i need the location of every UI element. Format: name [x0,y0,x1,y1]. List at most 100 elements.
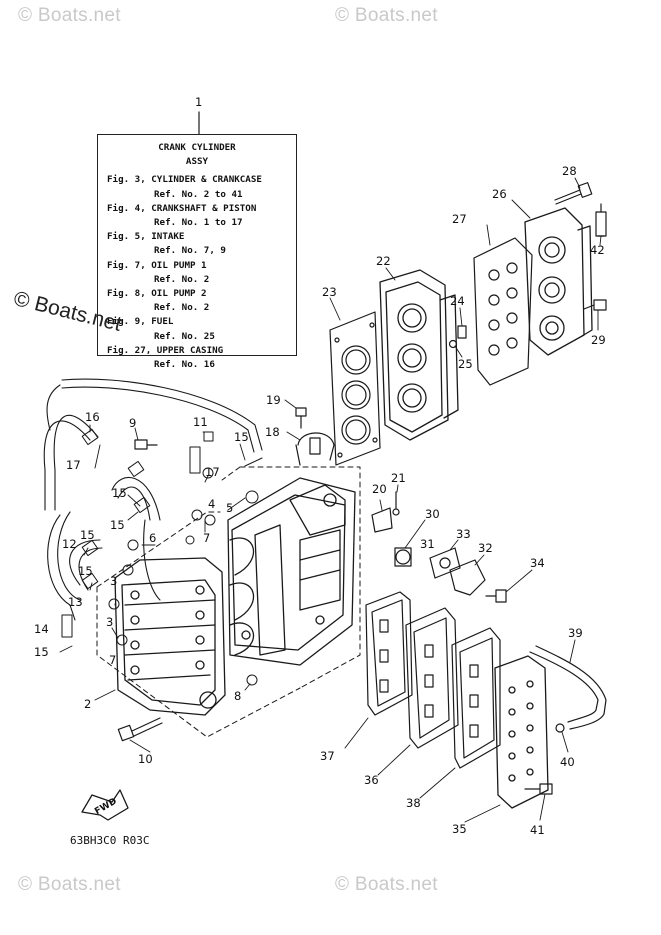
legend-fig-7: Fig. 7, OIL PUMP 1 [107,259,207,271]
legend-fig-8: Fig. 8, OIL PUMP 2 [107,288,207,300]
callout-28: 28 [562,164,577,178]
callout-13: 13 [68,595,83,609]
callout-2: 2 [84,697,91,711]
legend-title-line2: ASSY [185,156,209,168]
legend-ref-7: Ref. No. 2 [154,273,210,285]
callout-36: 36 [364,773,379,787]
bolt-10 [117,717,163,742]
callout-31: 31 [420,537,435,551]
callout-15d: 15 [80,528,95,542]
callout-12: 12 [62,537,77,551]
bolt-29 [583,299,607,311]
callout-7a: 7 [203,531,210,545]
bolt-9 [134,439,158,450]
assembly-legend-box: CRANK CYLINDER ASSY Fig. 3, CYLINDER & C… [97,134,297,370]
callout-15c: 15 [110,518,125,532]
cylinder-body [227,477,356,666]
callout-14: 14 [34,622,49,636]
watermark-top-right: © Boats.net [335,5,438,26]
callout-17a: 17 [66,458,81,472]
legend-ref-8: Ref. No. 2 [154,302,210,314]
gasket-23 [329,311,381,466]
callout-3a: 3 [110,574,117,588]
callout-8: 8 [234,689,241,703]
legend-ref-3: Ref. No. 2 to 41 [154,188,243,200]
callout-3b: 3 [106,615,113,629]
bolt-21 [392,491,400,516]
callout-numbers: 1 2 3 3 4 5 6 7 7 8 9 10 11 12 13 14 15 … [34,95,606,837]
callout-21: 21 [391,471,406,485]
legend-fig-27: Fig. 27, UPPER CASING [107,344,224,356]
callout-30: 30 [425,507,440,521]
bolt-34 [485,589,507,603]
callout-35: 35 [452,822,467,836]
callout-17b: 17 [205,465,220,479]
callout-40: 40 [560,755,575,769]
callout-33: 33 [456,527,471,541]
watermark-top-left: © Boats.net [18,5,121,26]
callout-16: 16 [85,410,100,424]
callout-15b: 15 [112,486,127,500]
legend-title-line1: CRANK CYLINDER [158,142,236,153]
callout-6: 6 [149,531,156,545]
head-cover-26 [524,207,593,356]
callout-37: 37 [320,749,335,763]
callout-9: 9 [129,416,136,430]
callout-10: 10 [138,752,153,766]
watermark-bottom-left: © Boats.net [18,874,121,895]
thermostat-31 [394,547,412,567]
callout-34: 34 [530,556,545,570]
clip-fittings [61,428,263,686]
bracket-18 [295,432,335,466]
callout-27: 27 [452,212,467,226]
legend-ref-4: Ref. No. 1 to 17 [154,217,243,229]
callout-41: 41 [530,823,545,837]
callout-29: 29 [591,333,606,347]
callout-23: 23 [322,285,337,299]
callout-4: 4 [208,497,215,511]
callout-7b: 7 [109,653,116,667]
callout-1: 1 [195,95,202,109]
callout-25: 25 [458,357,473,371]
legend-fig-3: Fig. 3, CYLINDER & CRANKCASE [107,174,262,186]
gasket-27 [473,237,533,386]
callout-5: 5 [226,501,233,515]
clip-40 [555,723,565,733]
callout-15a: 15 [234,430,249,444]
watermark-bottom-right: © Boats.net [335,874,438,895]
callout-24: 24 [450,294,465,308]
gasket-33 [429,547,461,579]
hose-16 [43,378,263,621]
bolt-19 [295,407,307,429]
bolt-28 [554,182,593,205]
part-24-25 [448,325,467,349]
callout-32: 32 [478,541,493,555]
fwd-arrow [81,789,129,821]
callout-39: 39 [568,626,583,640]
cover-35 [494,655,549,809]
diagram-code: 63BH3C0 R03C [70,834,150,847]
legend-ref-27: Ref. No. 16 [154,359,215,371]
gasket-36 [405,607,459,749]
callout-26: 26 [492,187,507,201]
callout-19: 19 [266,393,281,407]
plate-20 [371,507,393,533]
cylinder-head-22 [379,269,459,441]
callout-22: 22 [376,254,391,268]
callout-15f: 15 [34,645,49,659]
gasket-37 [365,591,413,716]
legend-ref-9: Ref. No. 25 [154,330,215,342]
legend-fig-9: Fig. 9, FUEL [107,316,174,328]
legend-ref-5: Ref. No. 7, 9 [154,245,226,257]
callout-38: 38 [406,796,421,810]
callout-42: 42 [590,243,605,257]
gasket-38 [451,627,501,769]
callout-15e: 15 [78,564,93,578]
cover-32 [449,559,486,596]
crankcase-block [114,557,226,716]
callout-18: 18 [265,425,280,439]
bolt-41 [524,783,553,795]
legend-fig-5: Fig. 5, INTAKE [107,231,185,243]
spark-plug-42 [595,203,607,237]
